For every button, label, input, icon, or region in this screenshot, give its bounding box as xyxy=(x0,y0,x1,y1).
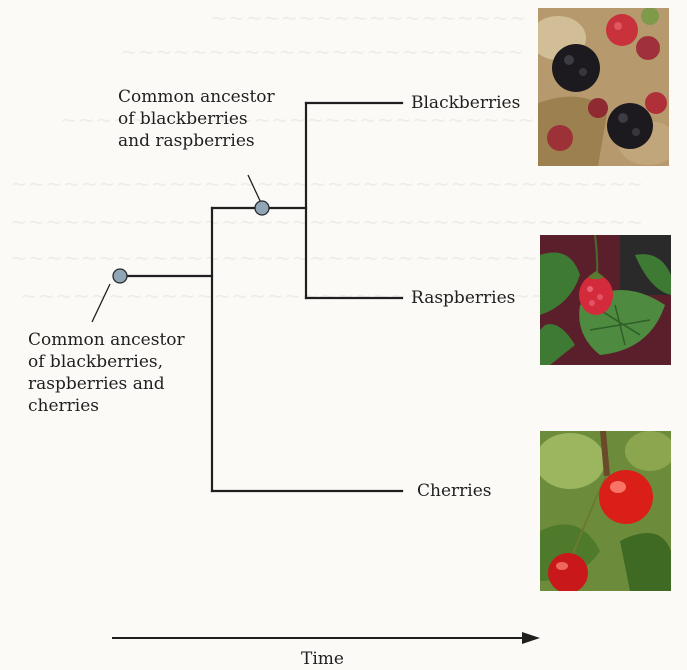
leaf-label-blackberries: Blackberries xyxy=(411,92,520,114)
ancestor-top-pointer xyxy=(248,175,262,205)
leaf-label-raspberries: Raspberries xyxy=(411,287,515,309)
cherries-photo xyxy=(540,431,671,591)
ancestor-bottom-label: Common ancestor of blackberries, raspber… xyxy=(28,329,185,417)
ancestor-bottom-pointer xyxy=(92,284,110,322)
ancestor-node-all xyxy=(113,269,127,283)
ancestor-node-blackberries-raspberries xyxy=(255,201,269,215)
raspberries-photo xyxy=(540,235,671,365)
ancestor-top-label: Common ancestor of blackberries and rasp… xyxy=(118,86,275,152)
leaf-label-cherries: Cherries xyxy=(417,480,492,502)
time-arrow-head xyxy=(522,632,540,644)
blackberries-photo xyxy=(538,8,669,166)
